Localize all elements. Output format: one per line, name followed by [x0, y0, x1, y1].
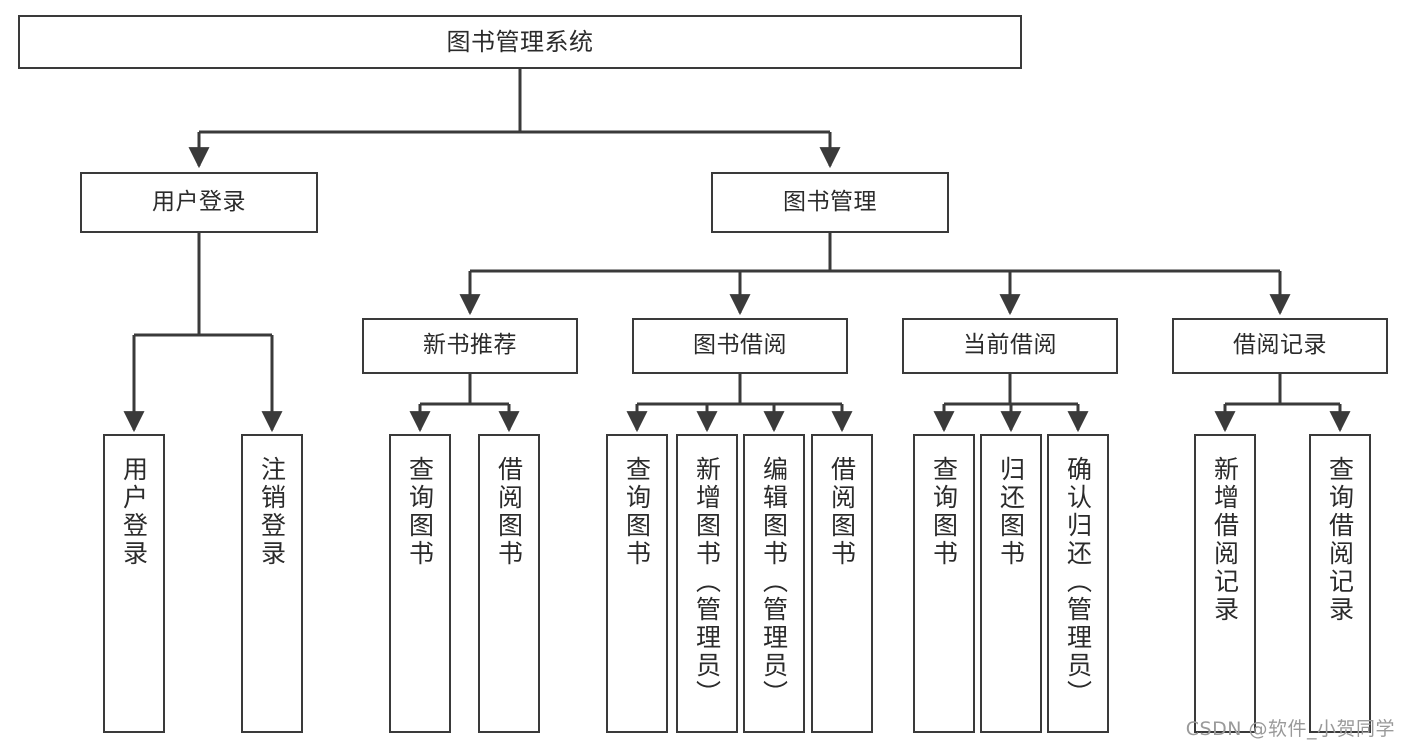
node-user-login[interactable]: 用户登录 [80, 172, 318, 233]
leaf-add-book[interactable]: 新增图书（管理员） [676, 434, 738, 733]
leaf-query-book-2[interactable]: 查询图书 [606, 434, 668, 733]
node-label: 用户登录 [119, 456, 149, 568]
node-label: 新书推荐 [423, 332, 517, 359]
leaf-borrow-book-1[interactable]: 借阅图书 [478, 434, 540, 733]
leaf-return-book[interactable]: 归还图书 [980, 434, 1042, 733]
node-label: 注销登录 [257, 456, 287, 568]
node-label: 新增借阅记录 [1210, 456, 1240, 624]
node-label: 当前借阅 [963, 332, 1057, 359]
node-label: 编辑图书（管理员） [759, 456, 789, 708]
leaf-query-book-1[interactable]: 查询图书 [389, 434, 451, 733]
node-label: 借阅图书 [494, 456, 524, 568]
node-book-borrow[interactable]: 图书借阅 [632, 318, 848, 374]
leaf-logout[interactable]: 注销登录 [241, 434, 303, 733]
leaf-borrow-book-2[interactable]: 借阅图书 [811, 434, 873, 733]
node-label: 用户登录 [152, 188, 246, 215]
node-label: 图书管理 [783, 188, 877, 215]
leaf-user-login[interactable]: 用户登录 [103, 434, 165, 733]
node-label: 查询图书 [929, 456, 959, 568]
node-label: 图书借阅 [693, 332, 787, 359]
leaf-query-record[interactable]: 查询借阅记录 [1309, 434, 1371, 733]
node-label: 新增图书（管理员） [692, 456, 722, 708]
node-label: 借阅图书 [827, 456, 857, 568]
node-new-book-rec[interactable]: 新书推荐 [362, 318, 578, 374]
node-label: 查询图书 [622, 456, 652, 568]
node-label: 查询借阅记录 [1325, 456, 1355, 624]
watermark-text: CSDN @软件_小贺同学 [1185, 718, 1395, 740]
node-current-borrow[interactable]: 当前借阅 [902, 318, 1118, 374]
leaf-edit-book[interactable]: 编辑图书（管理员） [743, 434, 805, 733]
node-label: 确认归还（管理员） [1063, 456, 1093, 708]
node-borrow-record[interactable]: 借阅记录 [1172, 318, 1388, 374]
node-label: 查询图书 [405, 456, 435, 568]
leaf-add-record[interactable]: 新增借阅记录 [1194, 434, 1256, 733]
node-label: 图书管理系统 [446, 27, 594, 56]
leaf-confirm-return[interactable]: 确认归还（管理员） [1047, 434, 1109, 733]
node-label: 借阅记录 [1233, 332, 1327, 359]
leaf-query-book-3[interactable]: 查询图书 [913, 434, 975, 733]
node-book-manage[interactable]: 图书管理 [711, 172, 949, 233]
node-root-system[interactable]: 图书管理系统 [18, 15, 1022, 69]
node-label: 归还图书 [996, 456, 1026, 568]
